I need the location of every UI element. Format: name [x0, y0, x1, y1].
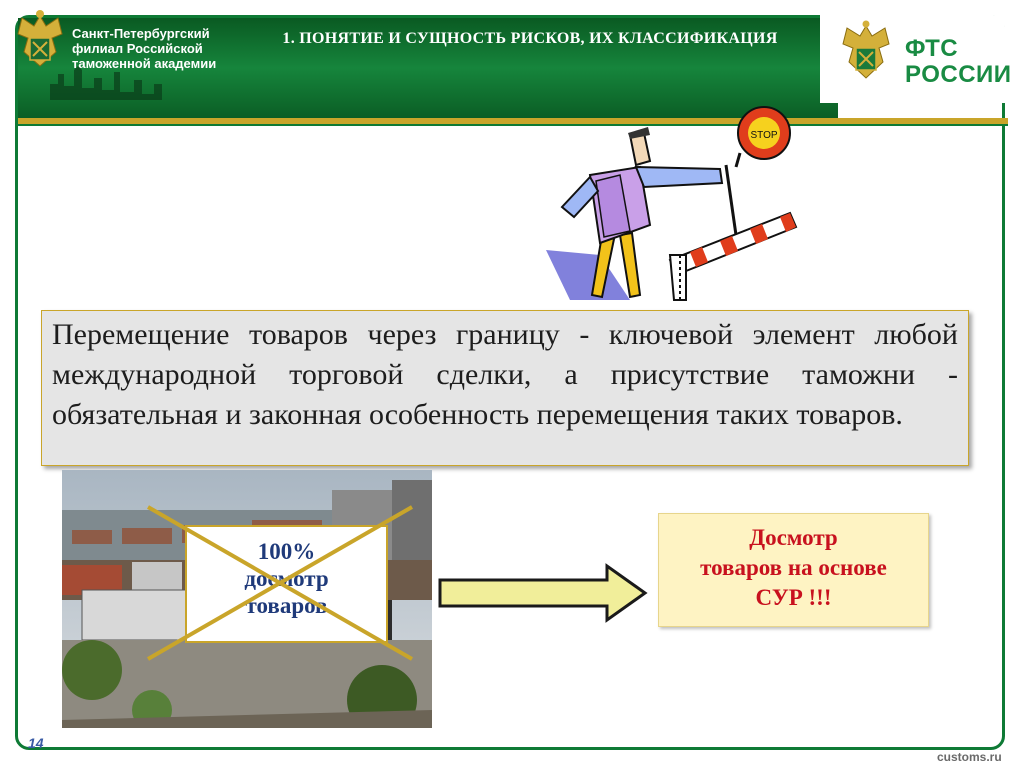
full-inspection-box	[185, 525, 388, 643]
statement-box: Перемещение товаров через границу - ключ…	[41, 310, 969, 466]
footer-site: customs.ru	[937, 750, 1002, 764]
logo-line-2: РОССИИ	[905, 61, 1012, 88]
result-line-1: Досмотр	[749, 525, 838, 550]
risk-based-inspection-box	[658, 513, 929, 627]
header-green-line	[18, 124, 1008, 126]
statement-text: Перемещение товаров через границу - ключ…	[52, 318, 958, 431]
arrow-right-icon	[438, 563, 648, 623]
fts-logo-text: ФТС РОССИИ	[905, 36, 1012, 88]
city-silhouette	[50, 66, 162, 100]
header-band	[18, 18, 838, 118]
caption-line-1: 100%	[257, 539, 316, 564]
customs-officer-clipart: STOP	[546, 106, 798, 301]
academy-name: Санкт-Петербургский филиал Российской та…	[72, 26, 217, 71]
cross-out-icon	[147, 505, 413, 661]
logo-line-1: ФТС	[905, 35, 959, 62]
result-line-2: товаров на основе	[700, 555, 887, 580]
result-line-3: СУР !!!	[755, 585, 832, 610]
header-gold-line	[18, 118, 1008, 124]
stop-sign-text: STOP	[750, 130, 777, 141]
slide-number: 14	[28, 735, 44, 751]
risk-based-inspection-text: Досмотр товаров на основе СУР !!!	[658, 523, 929, 613]
slide-title: 1. ПОНЯТИЕ И СУЩНОСТЬ РИСКОВ, ИХ КЛАССИФ…	[282, 30, 778, 47]
fts-emblem-icon	[842, 20, 890, 79]
eagle-emblem-icon	[17, 10, 63, 67]
